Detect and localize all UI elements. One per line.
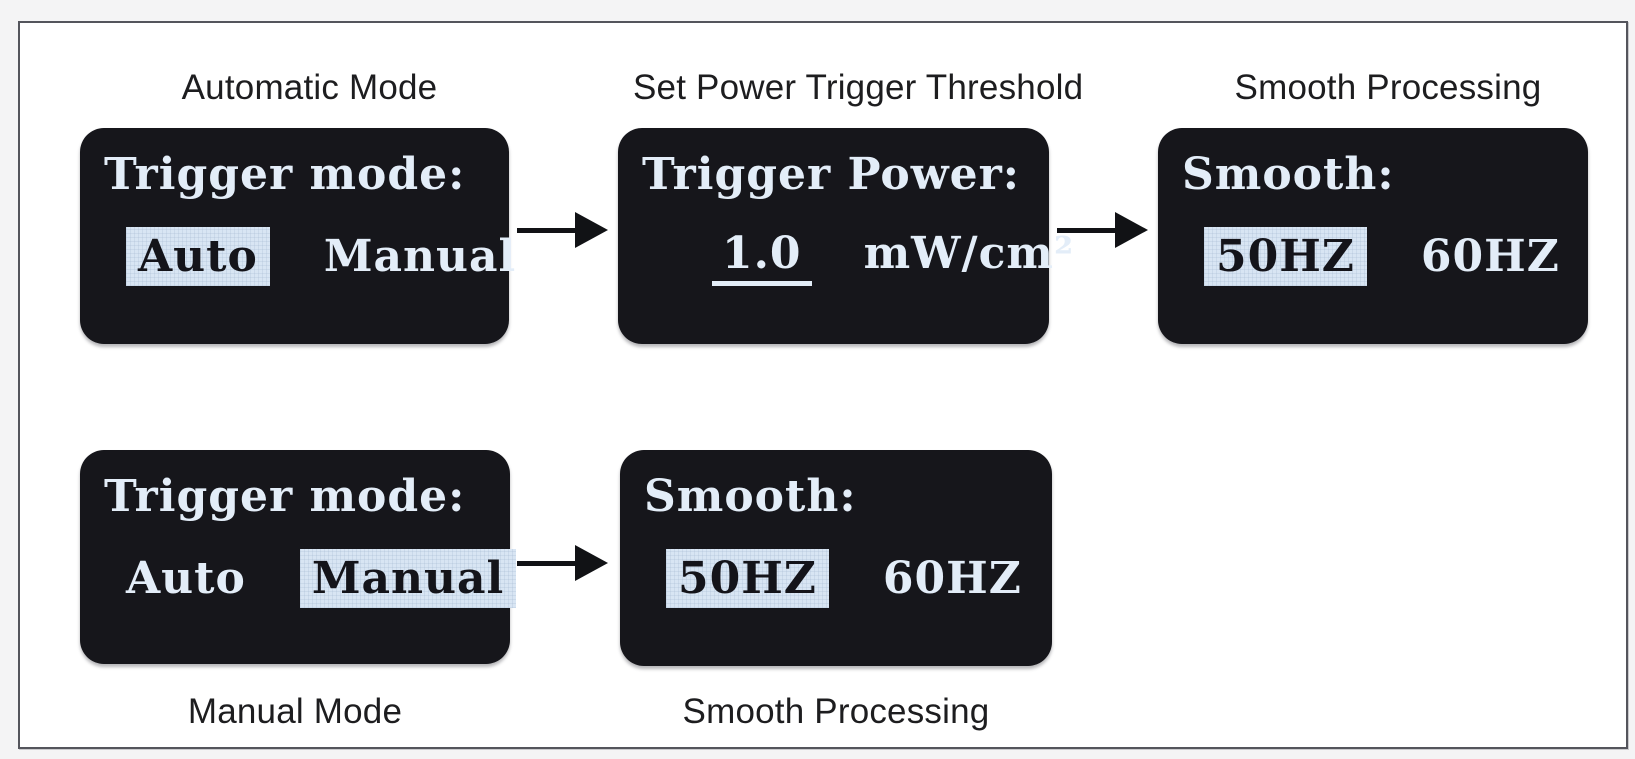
option-50hz: 50HZ: [1204, 227, 1367, 286]
caption-automatic-mode: Automatic Mode: [181, 68, 438, 107]
screen-title: Smooth:: [644, 471, 857, 522]
options-row: 50HZ 60HZ: [1204, 227, 1564, 286]
caption-set-power-trigger-threshold: Set Power Trigger Threshold: [633, 68, 1084, 107]
arrow-head: [1115, 212, 1148, 248]
screen-title: Trigger Power:: [642, 149, 1021, 200]
arrow-right-icon: [517, 212, 609, 248]
screen-smooth-bottom: Smooth: 50HZ 60HZ: [620, 450, 1052, 666]
option-manual: Manual: [323, 231, 517, 282]
screen-title: Trigger mode:: [104, 471, 466, 522]
screen-trigger-mode-auto: Trigger mode: Auto Manual: [80, 128, 515, 344]
options-row: Auto Manual: [126, 549, 505, 608]
option-auto: Auto: [126, 553, 246, 604]
arrow-shaft: [1057, 228, 1119, 233]
caption-smooth-processing-bottom: Smooth Processing: [682, 692, 990, 731]
screen-trigger-mode-manual: Trigger mode: Auto Manual: [80, 450, 510, 664]
screen-smooth-top: Smooth: 50HZ 60HZ: [1158, 128, 1588, 344]
options-row: 50HZ 60HZ: [666, 549, 1028, 608]
trigger-power-value: 1.0: [712, 227, 812, 286]
option-manual: Manual: [300, 549, 516, 608]
value-row: 1.0 mW/cm²: [712, 227, 1073, 286]
caption-manual-mode: Manual Mode: [187, 692, 403, 731]
option-60hz: 60HZ: [1420, 231, 1560, 282]
arrow-right-icon: [1057, 212, 1149, 248]
option-60hz: 60HZ: [882, 553, 1022, 604]
trigger-power-unit: mW/cm²: [863, 228, 1075, 279]
option-50hz: 50HZ: [666, 549, 829, 608]
arrow-right-icon: [517, 545, 609, 581]
arrow-shaft: [517, 228, 579, 233]
screen-title: Smooth:: [1182, 149, 1395, 200]
arrow-shaft: [517, 561, 579, 566]
options-row: Auto Manual: [126, 227, 515, 286]
screen-trigger-power: Trigger Power: 1.0 mW/cm²: [618, 128, 1073, 344]
arrow-head: [575, 545, 608, 581]
screen-title: Trigger mode:: [104, 149, 466, 200]
arrow-head: [575, 212, 608, 248]
option-auto: Auto: [126, 227, 270, 286]
caption-smooth-processing-top: Smooth Processing: [1234, 68, 1542, 107]
